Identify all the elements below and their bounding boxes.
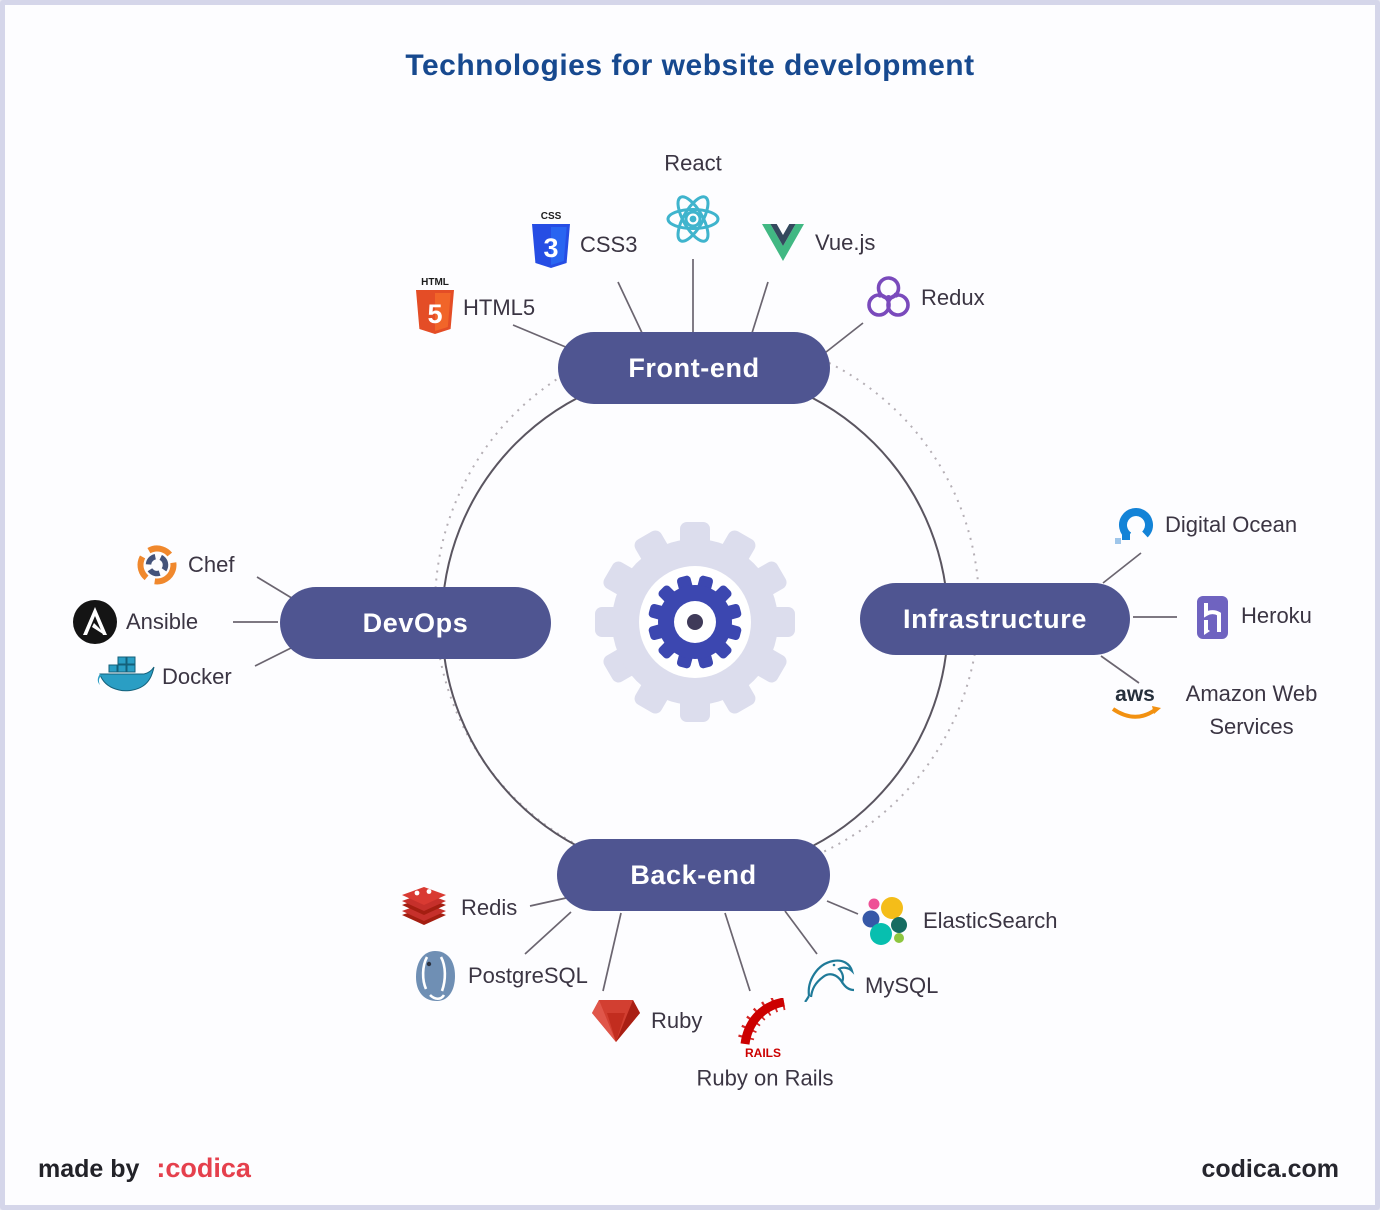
- page-title: Technologies for website development: [405, 49, 975, 82]
- html5-icon: HTML 5: [416, 277, 454, 334]
- tech-label: Digital Ocean: [1165, 512, 1298, 537]
- tech-label: Chef: [188, 552, 235, 577]
- mysql-icon: [804, 959, 855, 1002]
- website-link: codica.com: [1201, 1155, 1339, 1183]
- tech-label: Redux: [921, 285, 985, 310]
- tech-label: PostgreSQL: [468, 963, 588, 988]
- tech-label: Redis: [461, 895, 518, 920]
- category-pill-front-end: Front-end: [558, 332, 830, 404]
- tech-label: Heroku: [1241, 603, 1312, 628]
- category-label: DevOps: [362, 607, 469, 638]
- tech-label: Amazon Web Services: [1185, 681, 1318, 739]
- svg-text:RAILS: RAILS: [745, 1046, 781, 1060]
- connector-lines: [233, 259, 1177, 992]
- tech-label: Vue.js: [815, 230, 876, 255]
- codica-logo: :codica: [156, 1153, 251, 1183]
- tech-label: Ruby on Rails: [696, 1065, 834, 1091]
- tech-label: ElasticSearch: [923, 908, 1058, 933]
- category-pill-infrastructure: Infrastructure: [860, 583, 1130, 655]
- tech-label: HTML5: [463, 295, 536, 320]
- react-icon: [666, 195, 720, 243]
- postgresql-icon: [416, 951, 455, 1001]
- tech-label: Ruby: [651, 1008, 703, 1033]
- category-pill-devops: DevOps: [280, 587, 551, 659]
- svg-text:CSS: CSS: [541, 211, 562, 222]
- svg-text:3: 3: [543, 233, 558, 263]
- tech-label: Docker: [162, 664, 232, 689]
- gear-icon: [595, 522, 795, 722]
- category-label: Front-end: [628, 352, 760, 383]
- tech-label: Ansible: [126, 609, 199, 634]
- redux-icon: [867, 276, 910, 317]
- made-by-credit: made by :codica: [38, 1153, 251, 1184]
- made-by-text: made by: [38, 1155, 140, 1183]
- tech-label: CSS3: [580, 232, 638, 257]
- docker-icon: [97, 656, 155, 692]
- category-pill-back-end: Back-end: [557, 839, 830, 911]
- ansible-icon: [73, 600, 117, 644]
- svg-text:HTML: HTML: [421, 277, 449, 288]
- redis-icon: [402, 887, 446, 925]
- chef-icon: [137, 545, 177, 585]
- ruby-icon: [592, 1000, 640, 1042]
- rails-icon: RAILS: [738, 998, 786, 1060]
- svg-text:5: 5: [427, 299, 442, 329]
- tech-label: React: [664, 150, 722, 176]
- category-label: Infrastructure: [903, 603, 1087, 634]
- heroku-icon: [1197, 596, 1228, 639]
- elasticsearch-icon: [862, 897, 907, 945]
- tech-label: MySQL: [865, 973, 939, 998]
- diagram-geometry: [233, 259, 1177, 992]
- svg-text:aws: aws: [1115, 683, 1155, 706]
- aws-icon: aws: [1111, 683, 1161, 719]
- css3-icon: CSS 3: [532, 211, 570, 268]
- category-label: Back-end: [630, 859, 757, 890]
- digital-ocean-icon: [1115, 508, 1153, 544]
- vuejs-icon: [762, 224, 804, 261]
